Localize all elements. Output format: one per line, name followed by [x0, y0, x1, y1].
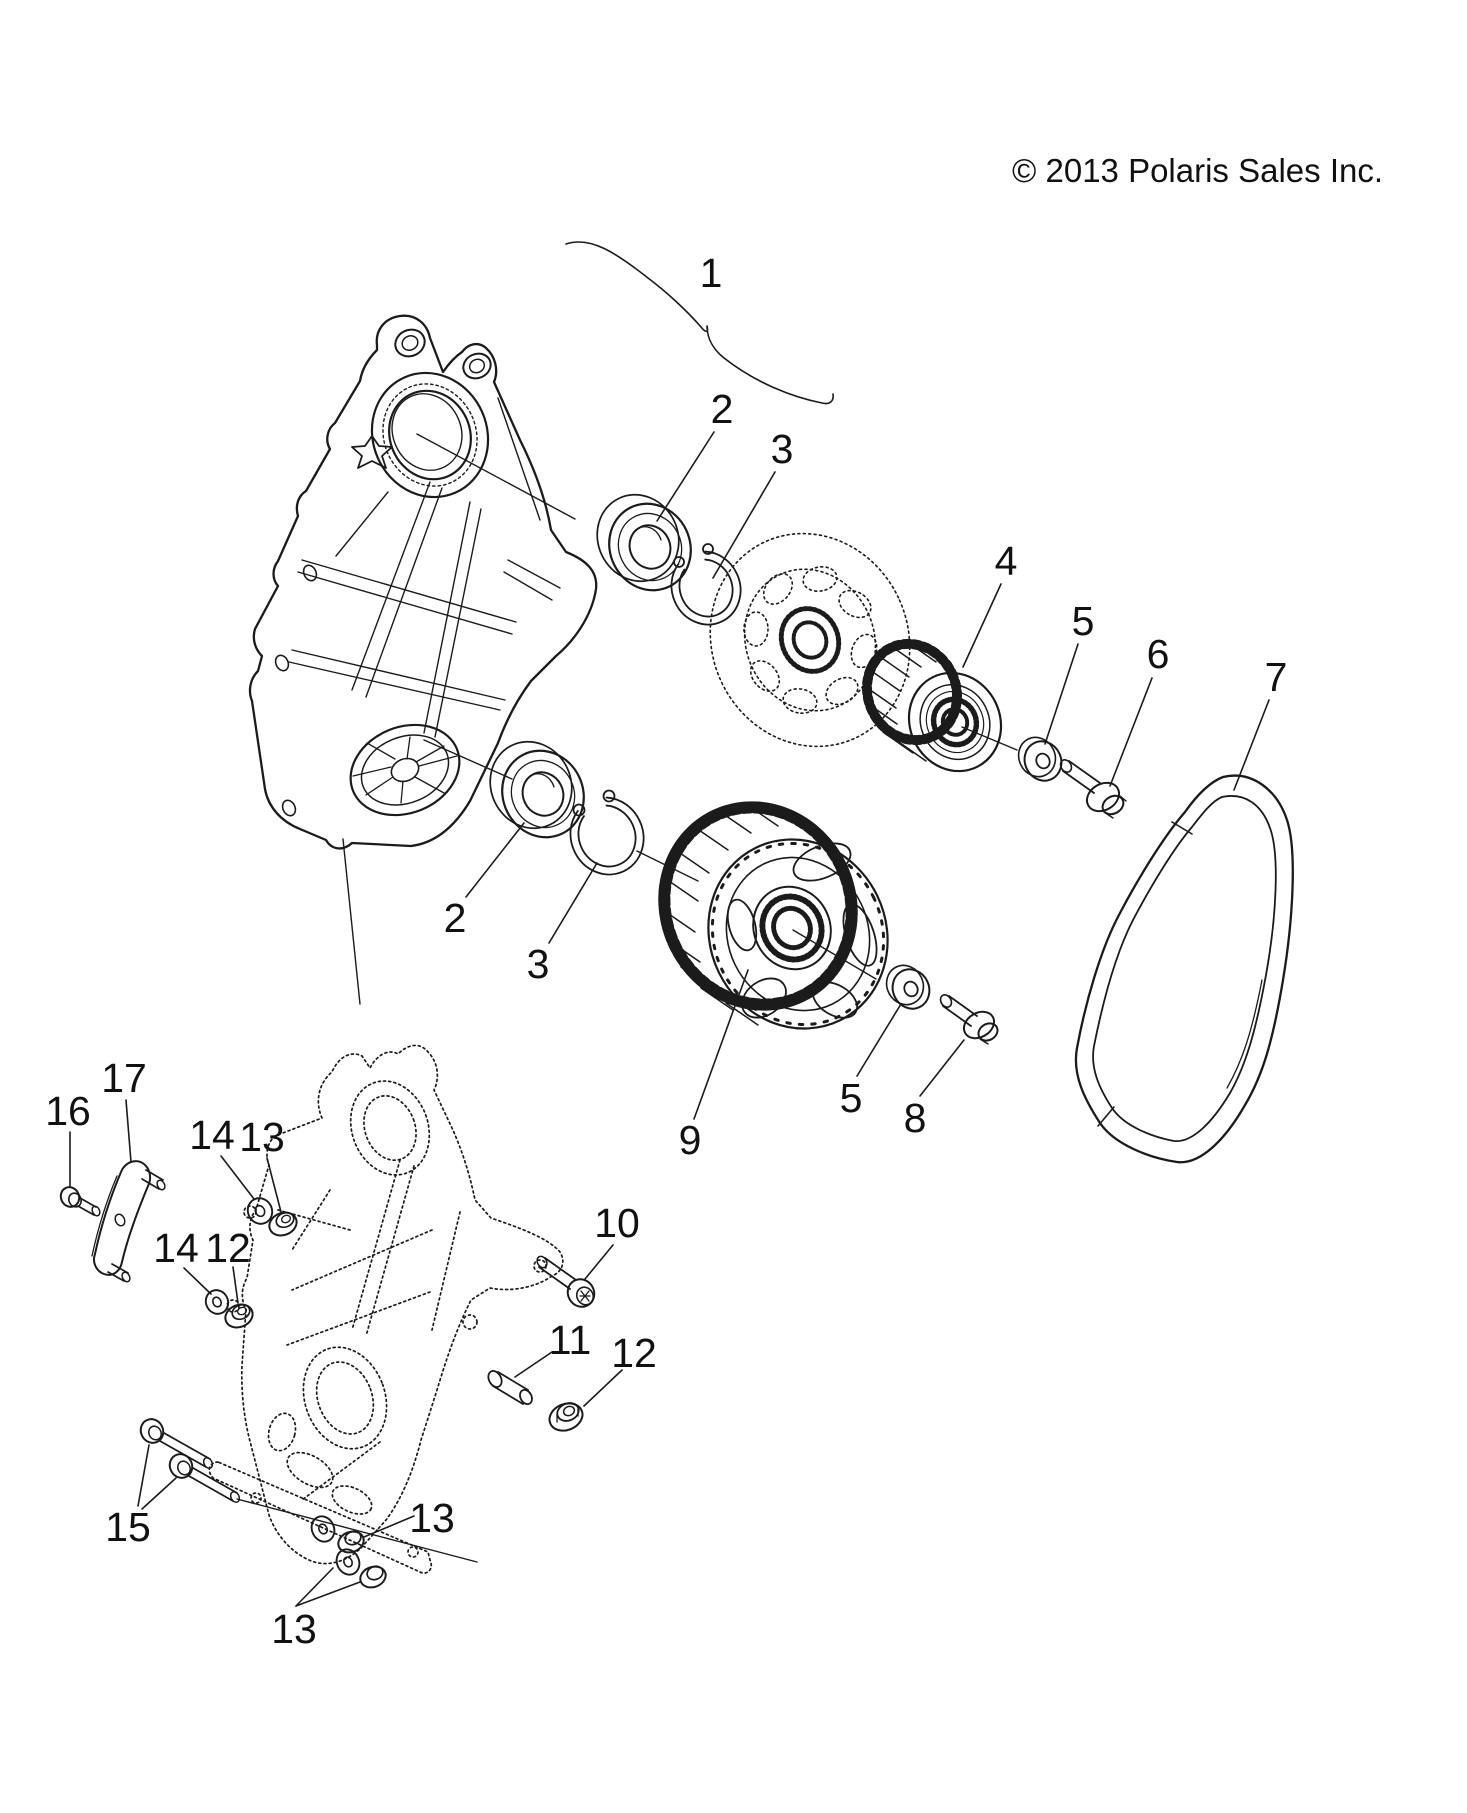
copyright-notice: © 2013 Polaris Sales Inc. — [1012, 152, 1383, 189]
socket-bolt-15-b — [168, 1453, 241, 1503]
callout-label-16[interactable]: 16 — [45, 1088, 91, 1134]
socket-screw-10 — [536, 1255, 596, 1308]
callout-label-2-lower[interactable]: 2 — [444, 895, 467, 941]
exploded-axis-lines — [236, 433, 1018, 1563]
flange-nut-12-right — [548, 1402, 584, 1432]
flange-nut-12-left — [224, 1303, 254, 1329]
callouts: 1 2 3 4 5 6 7 2 3 9 5 8 16 17 14 13 14 1… — [45, 250, 1287, 1652]
callout-label-4[interactable]: 4 — [995, 538, 1018, 584]
washer-14-left — [204, 1289, 230, 1315]
callout-label-11[interactable]: 11 — [549, 1317, 592, 1363]
washer-lower — [885, 964, 931, 1010]
hex-bolt-16 — [59, 1186, 101, 1217]
callout-label-9[interactable]: 9 — [679, 1117, 702, 1163]
callout-label-10[interactable]: 10 — [594, 1200, 640, 1246]
ghost-sprocket-outline — [709, 532, 911, 748]
callout-label-12-left[interactable]: 12 — [205, 1225, 251, 1271]
tensioner-bracket-17 — [91, 1160, 166, 1283]
callout-label-14-top[interactable]: 14 — [189, 1112, 235, 1158]
cover-ribs — [288, 397, 561, 738]
drive-sprocket — [861, 638, 1003, 773]
callout-label-3-lower[interactable]: 3 — [527, 941, 550, 987]
callout-label-15[interactable]: 15 — [105, 1504, 151, 1550]
callout-label-5-upper[interactable]: 5 — [1072, 598, 1095, 644]
callout-label-13-bottom[interactable]: 13 — [271, 1606, 317, 1652]
callout-label-2-upper[interactable]: 2 — [711, 386, 734, 432]
circlip-upper — [670, 543, 742, 626]
callout-label-5-lower[interactable]: 5 — [840, 1075, 863, 1121]
chaincase-cover-front — [248, 314, 598, 850]
callout-label-13-top[interactable]: 13 — [239, 1114, 285, 1160]
bearing-upper — [596, 493, 692, 592]
washer-nut-cluster-bottom — [310, 1515, 387, 1589]
callout-label-12-right[interactable]: 12 — [611, 1330, 657, 1376]
callout-label-6[interactable]: 6 — [1147, 631, 1170, 677]
callout-label-7[interactable]: 7 — [1265, 654, 1288, 700]
callout-label-1[interactable]: 1 — [700, 250, 723, 296]
cover-spokes — [352, 736, 458, 804]
leader-lines — [69, 241, 1270, 1607]
flange-bolt-lower — [939, 994, 999, 1045]
callout-label-13-mid[interactable]: 13 — [409, 1495, 455, 1541]
washer-upper — [1017, 736, 1063, 782]
callout-label-14-left[interactable]: 14 — [153, 1225, 199, 1271]
flange-bolt-upper — [1059, 759, 1127, 819]
callout-label-3-upper[interactable]: 3 — [771, 426, 794, 472]
brace-callout-1 — [565, 241, 834, 405]
driven-sprocket — [658, 801, 889, 1030]
callout-label-8[interactable]: 8 — [904, 1095, 927, 1141]
circlip-lower — [569, 789, 645, 876]
drive-belt — [1074, 774, 1294, 1164]
dowel-pin-11 — [487, 1370, 533, 1406]
callout-label-17[interactable]: 17 — [101, 1055, 147, 1101]
socket-bolt-15-a — [139, 1418, 214, 1469]
flange-nut-13-top — [268, 1211, 298, 1237]
bearing-lower — [489, 740, 585, 839]
